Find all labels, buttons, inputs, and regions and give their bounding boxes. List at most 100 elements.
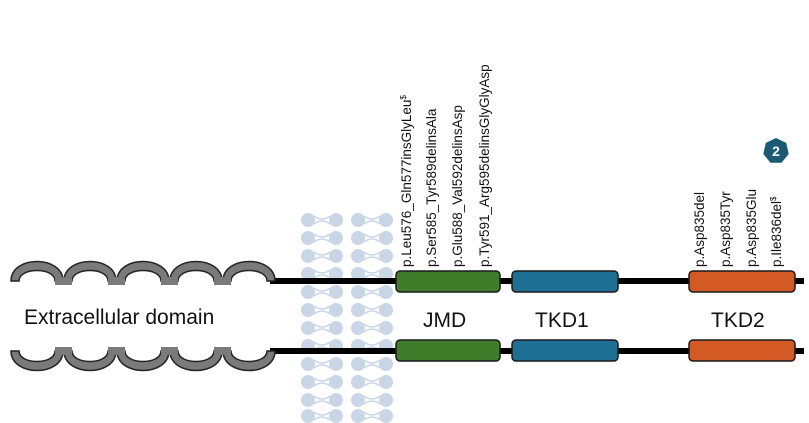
lipid-head <box>351 321 365 335</box>
lipid-head <box>379 249 393 263</box>
tkd2-box-top <box>688 270 796 293</box>
lipid-tail <box>363 287 381 297</box>
lipid-head <box>351 303 365 317</box>
lipid-tail <box>313 215 331 225</box>
lipid-tail <box>313 395 331 405</box>
mutation-superscript: $ <box>399 95 408 100</box>
lipid-head <box>301 231 315 245</box>
lipid-tail <box>313 377 331 387</box>
loop-connector <box>55 347 72 355</box>
tkd1-box-top <box>511 270 619 293</box>
extracellular-domain-loops <box>10 260 276 372</box>
tkd2-box-bottom <box>688 339 796 362</box>
extracellular-loop-bottom <box>222 350 276 372</box>
jmd-mutation-labels: p.Leu576_Gln577insGlyLeu$ p.Ser585_Tyr589… <box>399 64 492 267</box>
lipid-head <box>329 285 343 299</box>
tkd1-box-bottom <box>511 339 619 362</box>
tkd2-mutation-label: p.Asp835del <box>692 192 707 267</box>
loop-connector <box>214 277 231 285</box>
loop-connector <box>108 277 125 285</box>
lipid-tail <box>363 323 381 333</box>
lipid-head <box>351 285 365 299</box>
cell-membrane <box>301 213 393 423</box>
tkd2-mutation-label: p.Asp835Tyr <box>718 191 733 267</box>
lipid-head <box>301 213 315 227</box>
lipid-head <box>301 393 315 407</box>
lipid-head <box>329 357 343 371</box>
lipid-head <box>379 393 393 407</box>
lipid-head <box>351 213 365 227</box>
lipid-head <box>329 393 343 407</box>
lipid-head <box>329 303 343 317</box>
lipid-tail <box>313 359 331 369</box>
lipid-tail <box>313 287 331 297</box>
lipid-head <box>301 285 315 299</box>
lipid-tail <box>363 215 381 225</box>
lipid-head <box>379 285 393 299</box>
jmd-box-top <box>395 270 501 293</box>
lipid-head <box>329 375 343 389</box>
lipid-tail <box>313 269 331 279</box>
lipid-head <box>351 231 365 245</box>
loop-connector <box>214 347 231 355</box>
tkd2-label: TKD2 <box>711 309 765 332</box>
loop-connector <box>161 277 178 285</box>
lipid-head <box>379 267 393 281</box>
tkd1-label: TKD1 <box>535 309 589 332</box>
lipid-head <box>351 409 365 423</box>
mutation-superscript: $ <box>769 196 778 201</box>
jmd-mutation-label: p.Tyr591_Arg595delinsGlyGlyAsp <box>477 64 492 267</box>
lipid-head <box>329 321 343 335</box>
lipid-head <box>329 213 343 227</box>
loop-connector <box>55 277 72 285</box>
lipid-head <box>329 231 343 245</box>
lipid-tail <box>313 233 331 243</box>
lipid-head <box>379 409 393 423</box>
lipid-head <box>301 267 315 281</box>
lipid-head <box>351 357 365 371</box>
lipid-tail <box>363 395 381 405</box>
lipid-head <box>379 231 393 245</box>
badge-number: 2 <box>772 143 780 159</box>
tkd2-mutation-label: p.Asp835Glu <box>744 189 759 267</box>
tkd2-mutation-labels: p.Asp835del p.Asp835Tyr p.Asp835Glu p.Ile83… <box>692 189 784 267</box>
lipid-tail <box>363 251 381 261</box>
loop-connector <box>161 347 178 355</box>
lipid-head <box>351 393 365 407</box>
lipid-tail <box>363 411 381 421</box>
lipid-head <box>301 321 315 335</box>
extracellular-loop-top <box>222 260 276 282</box>
lipid-tail <box>313 305 331 315</box>
lipid-head <box>329 267 343 281</box>
lipid-tail <box>363 377 381 387</box>
lipid-head <box>379 321 393 335</box>
jmd-mutation-label: p.Glu588_Val592delinsAsp <box>450 105 465 267</box>
lipid-tail <box>313 411 331 421</box>
lipid-tail <box>363 269 381 279</box>
lipid-head <box>329 409 343 423</box>
tkd2-mutation-label: p.Ile836del$ <box>769 196 784 267</box>
lipid-head <box>301 303 315 317</box>
lipid-head <box>379 303 393 317</box>
lipid-tail <box>313 251 331 261</box>
lipid-head <box>301 357 315 371</box>
lipid-head <box>351 249 365 263</box>
loop-connector <box>108 347 125 355</box>
extracellular-domain-label: Extracellular domain <box>24 306 214 329</box>
jmd-box-bottom <box>395 339 501 362</box>
lipid-head <box>301 249 315 263</box>
jmd-mutation-label: p.Leu576_Gln577insGlyLeu$ <box>399 95 414 267</box>
lipid-head <box>301 375 315 389</box>
badge-heptagon <box>763 138 789 163</box>
lipid-head <box>329 249 343 263</box>
jmd-mutation-label: p.Ser585_Tyr589delinsAla <box>424 108 439 267</box>
lipid-head <box>301 409 315 423</box>
lipid-head <box>379 213 393 227</box>
reference-badge: 2 <box>763 138 789 163</box>
jmd-label: JMD <box>423 309 466 332</box>
lipid-head <box>351 267 365 281</box>
lipid-tail <box>363 359 381 369</box>
lipid-head <box>351 375 365 389</box>
lipid-head <box>379 357 393 371</box>
